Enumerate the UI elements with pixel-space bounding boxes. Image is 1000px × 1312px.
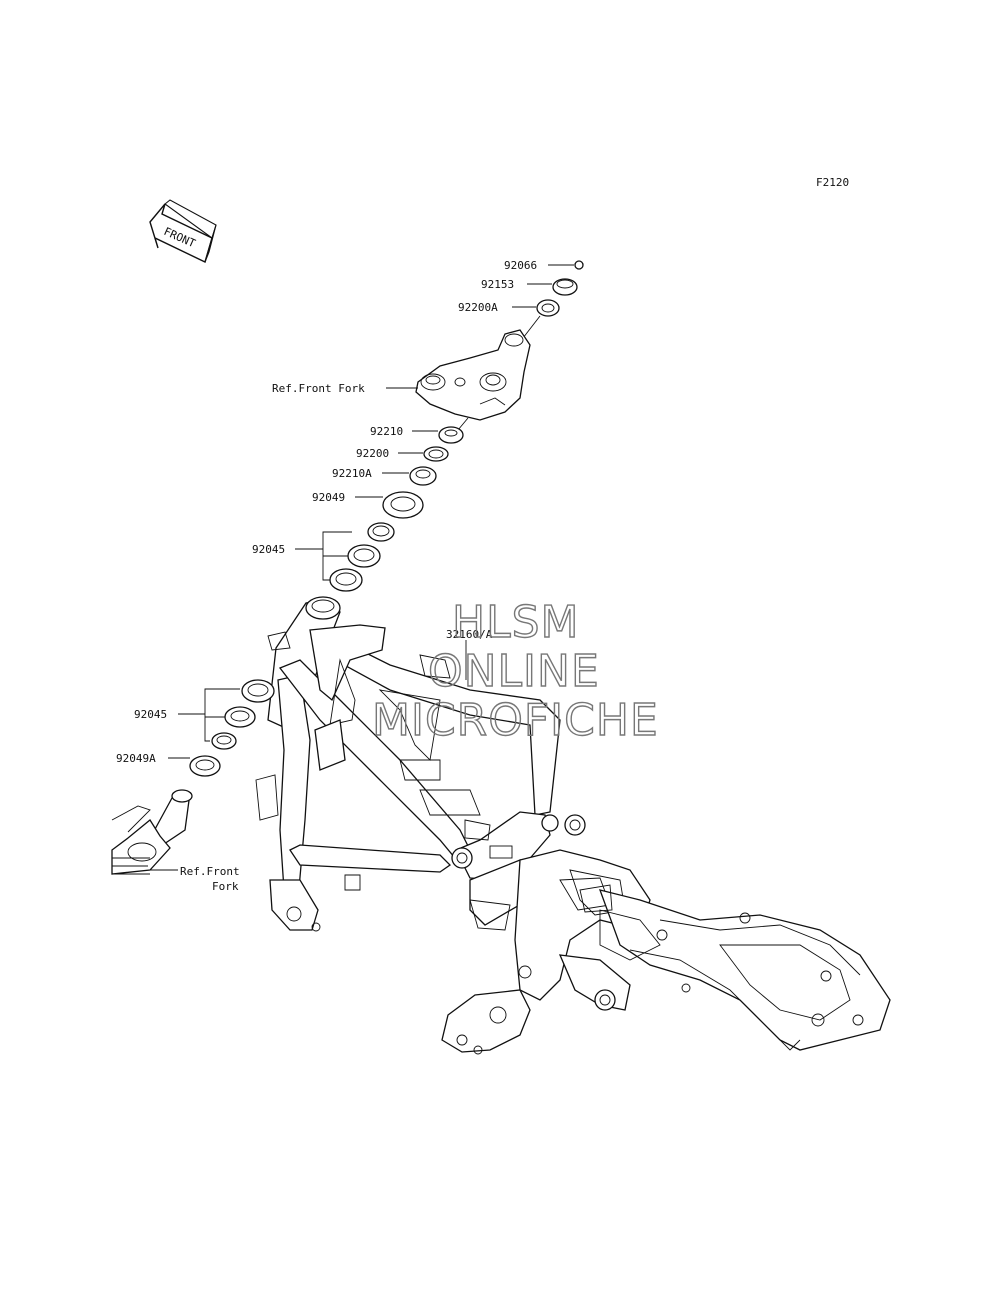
- label-ref-front-fork-bottom-2: Fork: [212, 880, 239, 893]
- part-92153-nut: 92153: [481, 278, 578, 296]
- label-92066: 92066: [504, 259, 537, 272]
- part-92210A-nut: 92210A: [332, 466, 437, 486]
- part-92200A-washer: 92200A: [458, 299, 560, 317]
- part-92045-upper-bearing: 92045: [252, 522, 395, 592]
- part-32160A-frame-label: 32160/A: [446, 628, 493, 680]
- watermark-line-1: HLSM: [452, 597, 580, 648]
- label-ref-front-fork-bottom-1: Ref.Front: [180, 865, 240, 878]
- upper-triple-clamp: Ref.Front Fork: [272, 329, 531, 421]
- label-92200: 92200: [356, 447, 389, 460]
- label-92200A: 92200A: [458, 301, 498, 314]
- label-92210A: 92210A: [332, 467, 372, 480]
- label-32160A: 32160/A: [446, 628, 493, 641]
- part-92200-washer: 92200: [356, 446, 449, 462]
- frame-assembly: [255, 596, 891, 1055]
- label-92049A: 92049A: [116, 752, 156, 765]
- front-arrow-icon: FRONT: [149, 199, 217, 263]
- watermark: HLSM ONLINE MICROFICHE: [371, 596, 659, 746]
- label-92210: 92210: [370, 425, 403, 438]
- part-92066-cap: 92066: [504, 259, 584, 272]
- watermark-line-3: MICROFICHE: [372, 695, 659, 746]
- label-92153: 92153: [481, 278, 514, 291]
- watermark-line-2: ONLINE: [428, 646, 600, 697]
- part-92210-nut: 92210: [370, 425, 464, 444]
- lower-triple-clamp-stem: Ref.Front Fork: [111, 789, 240, 893]
- label-92045-upper: 92045: [252, 543, 285, 556]
- part-92045-lower-bearing: 92045: [134, 679, 275, 750]
- label-ref-front-fork-top: Ref.Front Fork: [272, 382, 365, 395]
- label-92049: 92049: [312, 491, 345, 504]
- part-92049-seal: 92049: [312, 491, 424, 519]
- part-92049A-seal: 92049A: [116, 752, 221, 777]
- label-92045-lower: 92045: [134, 708, 167, 721]
- figure-id: F2120: [816, 176, 849, 189]
